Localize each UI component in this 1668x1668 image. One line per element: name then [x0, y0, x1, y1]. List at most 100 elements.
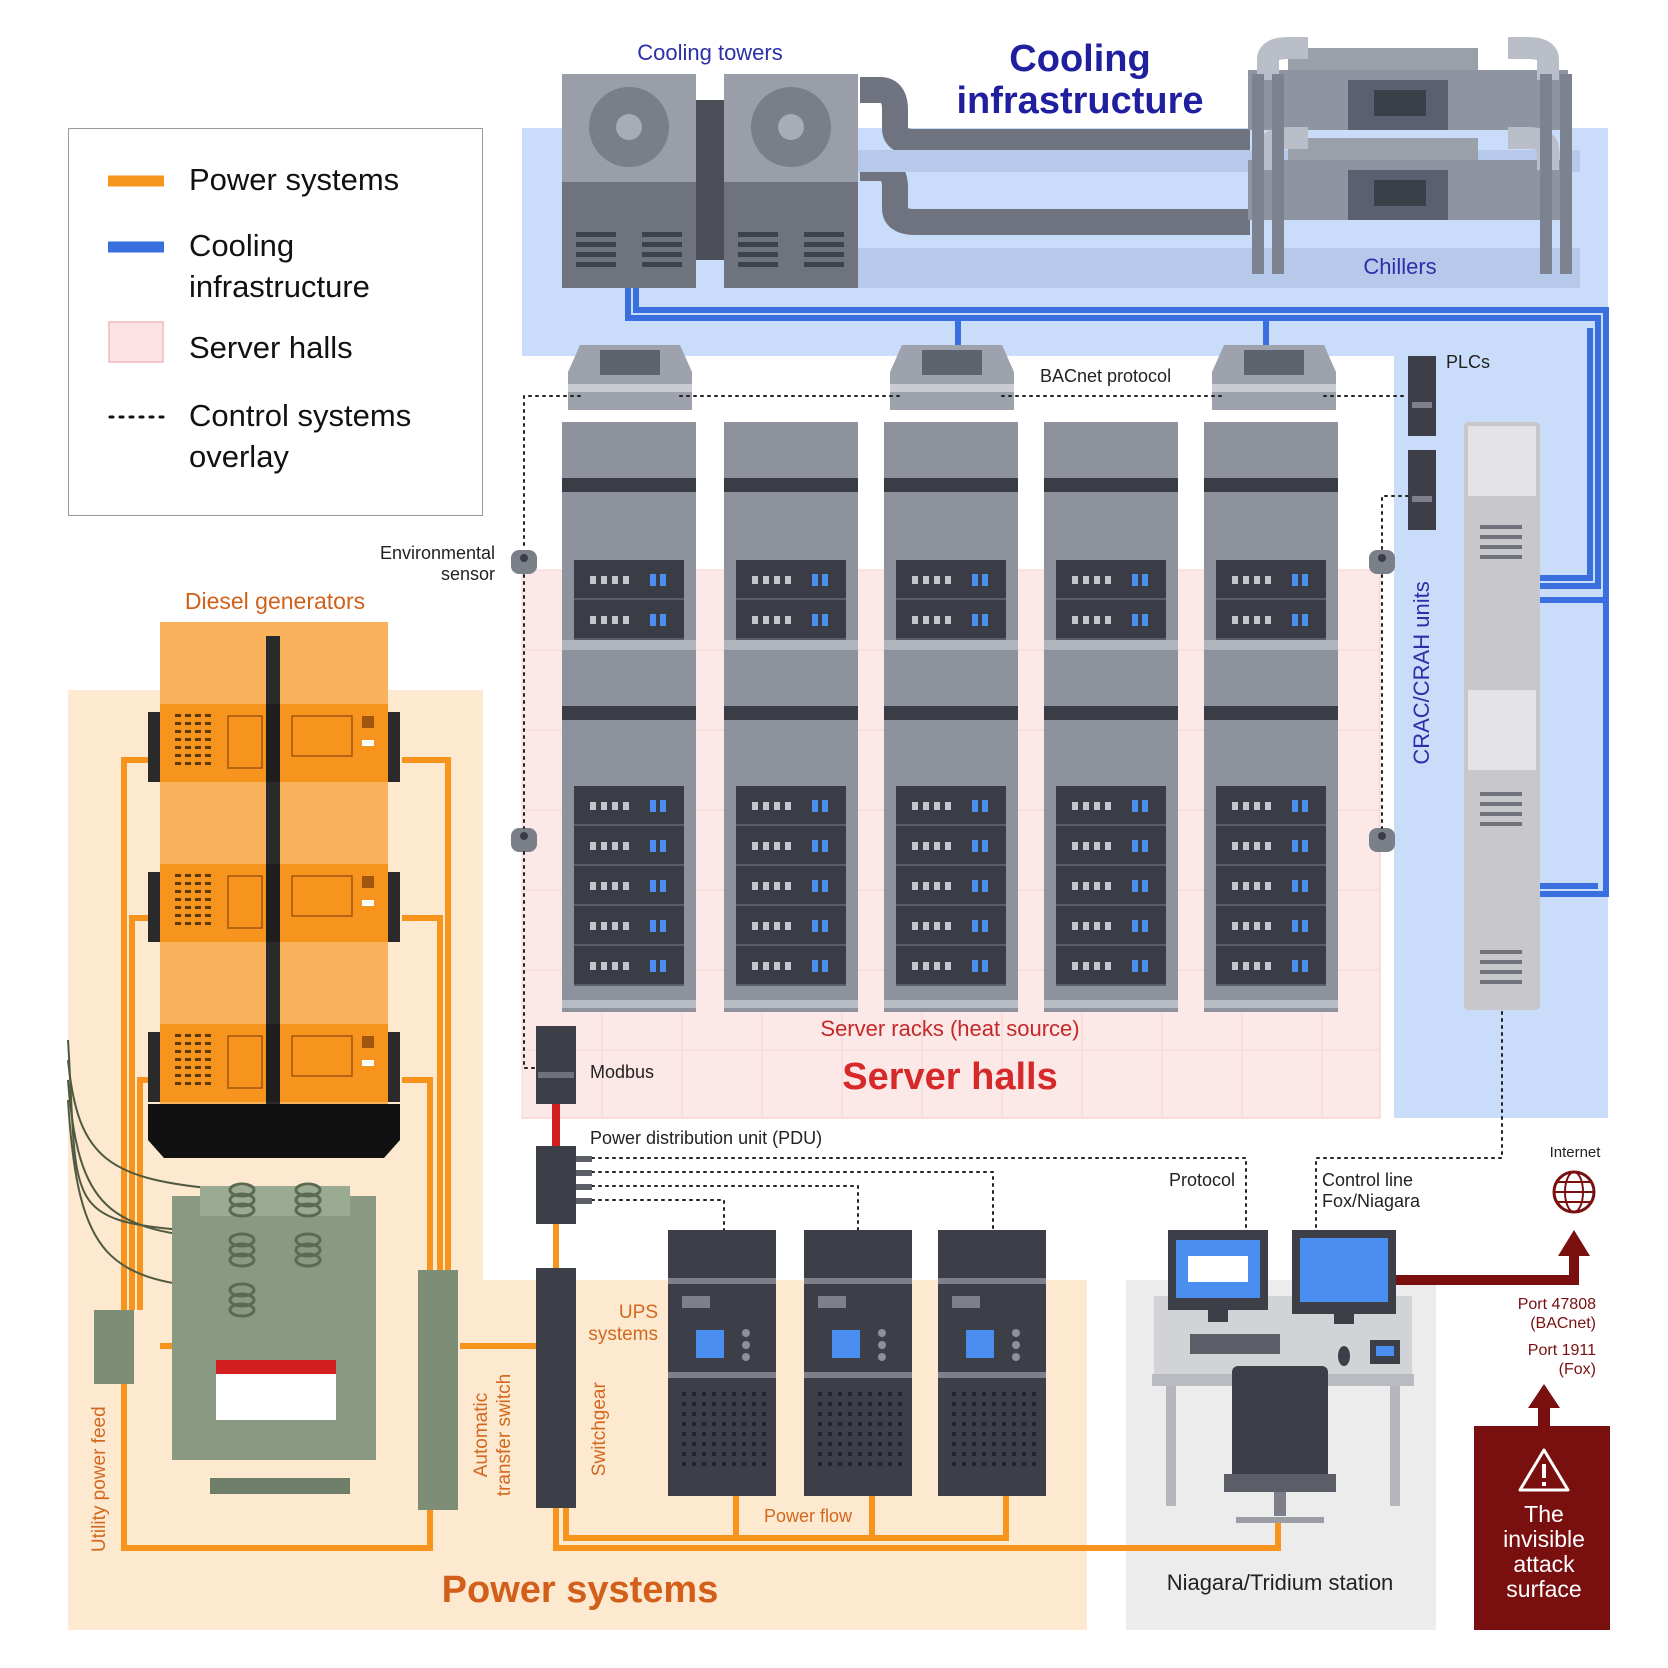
- server-led: [590, 922, 596, 930]
- ups-vent: [712, 1392, 716, 1396]
- server-led: [934, 842, 940, 850]
- modbus-label: Modbus: [590, 1062, 655, 1082]
- server-divider: [1216, 824, 1326, 826]
- ups-button: [742, 1353, 750, 1361]
- generator-indicator: [362, 740, 374, 746]
- server-led: [1265, 802, 1271, 810]
- ups-vent: [878, 1432, 882, 1436]
- control-line-label: Control line Fox/Niagara: [1322, 1170, 1421, 1212]
- generator-grille: [185, 762, 191, 765]
- generator-divider: [266, 704, 280, 782]
- server-light: [1302, 800, 1308, 812]
- ups-vent: [878, 1392, 882, 1396]
- ups-vent: [712, 1412, 716, 1416]
- ups-vent: [858, 1432, 862, 1436]
- server-light: [1132, 840, 1138, 852]
- station-label: Niagara/Tridium station: [1166, 1570, 1394, 1595]
- bacnet-label: BACnet protocol: [1040, 366, 1172, 386]
- server-divider: [1056, 824, 1166, 826]
- server-zone-title: Server halls: [842, 1056, 1058, 1098]
- ups-vent: [818, 1392, 822, 1396]
- ups-vent: [722, 1432, 726, 1436]
- ups-vent: [732, 1442, 736, 1446]
- generator-grille: [205, 1058, 211, 1061]
- transformer-body: [172, 1196, 376, 1460]
- ups-vent: [858, 1422, 862, 1426]
- server-light: [982, 960, 988, 972]
- server-light: [650, 920, 656, 932]
- server-rack-foot: [562, 1000, 696, 1008]
- generator-grille: [175, 1042, 181, 1045]
- generator-grille: [195, 1058, 201, 1061]
- control-line: [591, 1171, 994, 1231]
- server-light: [1132, 800, 1138, 812]
- pdu-outlet: [576, 1198, 592, 1204]
- server-led: [1072, 882, 1078, 890]
- ups-vent: [952, 1442, 956, 1446]
- ups-vent: [1002, 1422, 1006, 1426]
- chiller-rail: [858, 248, 1580, 288]
- transformer-bushing: [294, 1232, 322, 1248]
- generator-grille: [175, 762, 181, 765]
- ups-vent: [992, 1442, 996, 1446]
- generator-grille: [175, 746, 181, 749]
- server-light: [1302, 574, 1308, 586]
- chiller-elbow: [1508, 37, 1559, 80]
- server-light: [1132, 574, 1138, 586]
- server-led: [612, 842, 618, 850]
- generator-panel: [291, 1035, 353, 1077]
- ups-vent: [712, 1452, 716, 1456]
- ups-vent: [762, 1452, 766, 1456]
- generator-grille: [205, 882, 211, 885]
- generator-indicator: [362, 716, 374, 728]
- chiller-window: [1374, 90, 1426, 116]
- server-light: [650, 614, 656, 626]
- ups-vent: [742, 1392, 746, 1396]
- server-led: [945, 962, 951, 970]
- server-led: [763, 802, 769, 810]
- protocol-label: Protocol: [1168, 1170, 1235, 1190]
- control-lines: [523, 395, 1503, 1231]
- server-led: [785, 616, 791, 624]
- ups-vent: [848, 1452, 852, 1456]
- ups-vent: [898, 1422, 902, 1426]
- ats-label: Automatic transfer switch: [471, 1373, 515, 1497]
- server-led: [774, 802, 780, 810]
- ups-button: [878, 1353, 886, 1361]
- ups-vent: [762, 1412, 766, 1416]
- server-rack-foot: [884, 1000, 1018, 1008]
- server-led: [1105, 842, 1111, 850]
- generator-grille: [185, 738, 191, 741]
- server-rack-band: [1044, 640, 1178, 650]
- ups-vent: [962, 1452, 966, 1456]
- server-light: [1132, 920, 1138, 932]
- server-light: [1132, 614, 1138, 626]
- server-led: [923, 882, 929, 890]
- server-divider: [896, 904, 1006, 906]
- ups-vent: [1002, 1432, 1006, 1436]
- legend-swatch-cooling: [108, 241, 164, 253]
- ups-vent: [682, 1422, 686, 1426]
- ups-vent: [1002, 1442, 1006, 1446]
- server-led: [934, 962, 940, 970]
- server-divider: [574, 864, 684, 866]
- cooling-tower-connector: [696, 100, 724, 260]
- ups-vent: [762, 1432, 766, 1436]
- ups-vent: [818, 1402, 822, 1406]
- server-led: [1254, 576, 1260, 584]
- crac-unit-band: [568, 384, 692, 392]
- ups-vent: [858, 1462, 862, 1466]
- ups-button: [878, 1341, 886, 1349]
- server-light: [1292, 574, 1298, 586]
- server-led: [623, 962, 629, 970]
- power-flow-label: Power flow: [763, 1506, 853, 1526]
- server-led: [1094, 922, 1100, 930]
- ups-vent: [972, 1442, 976, 1446]
- ups-badge: [682, 1296, 710, 1308]
- server-divider: [1056, 944, 1166, 946]
- ups-vent: [692, 1452, 696, 1456]
- ups-band: [668, 1278, 776, 1284]
- ups-vent: [692, 1422, 696, 1426]
- server-light: [650, 800, 656, 812]
- generator-grille: [205, 914, 211, 917]
